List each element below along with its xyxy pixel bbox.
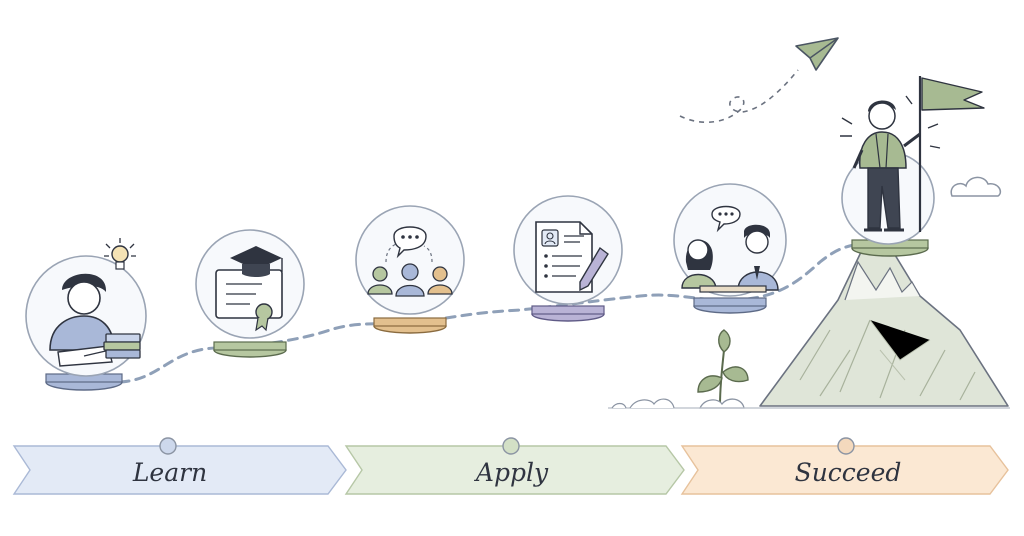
lightbulb-icon <box>104 238 136 270</box>
student-studying-icon <box>49 273 141 367</box>
plant-sprout-icon <box>697 329 749 409</box>
stage-label: Succeed <box>795 458 902 487</box>
stage-label: Learn <box>132 458 207 487</box>
step-graduation <box>195 229 305 358</box>
resume-document-icon <box>535 221 609 293</box>
mountain-peak <box>759 249 1009 407</box>
stage-succeed: Succeed <box>680 437 1009 495</box>
diploma-graduation-icon <box>215 246 283 332</box>
ground-line <box>608 398 1010 409</box>
stage-arrow <box>12 445 347 495</box>
step-resume <box>513 195 623 322</box>
stage-apply: Apply <box>344 437 685 495</box>
step-studying <box>25 238 147 391</box>
cloud-icon <box>950 176 1002 197</box>
stage-node-marker <box>502 437 520 455</box>
phase-banner: Learn Apply Succeed <box>12 437 1009 495</box>
stage-node-marker <box>159 437 177 455</box>
person-with-flag-icon <box>840 76 985 232</box>
networking-people-icon <box>367 226 453 297</box>
stage-arrow <box>344 445 685 495</box>
step-interview <box>673 183 787 314</box>
stage-label: Apply <box>474 458 549 487</box>
interview-meeting-icon <box>681 205 779 293</box>
step-networking <box>355 205 465 334</box>
stage-arrow <box>680 445 1009 495</box>
paper-plane-icon <box>679 37 839 124</box>
stage-node-marker <box>837 437 855 455</box>
step-summit <box>840 76 985 257</box>
stage-learn: Learn <box>12 437 347 495</box>
